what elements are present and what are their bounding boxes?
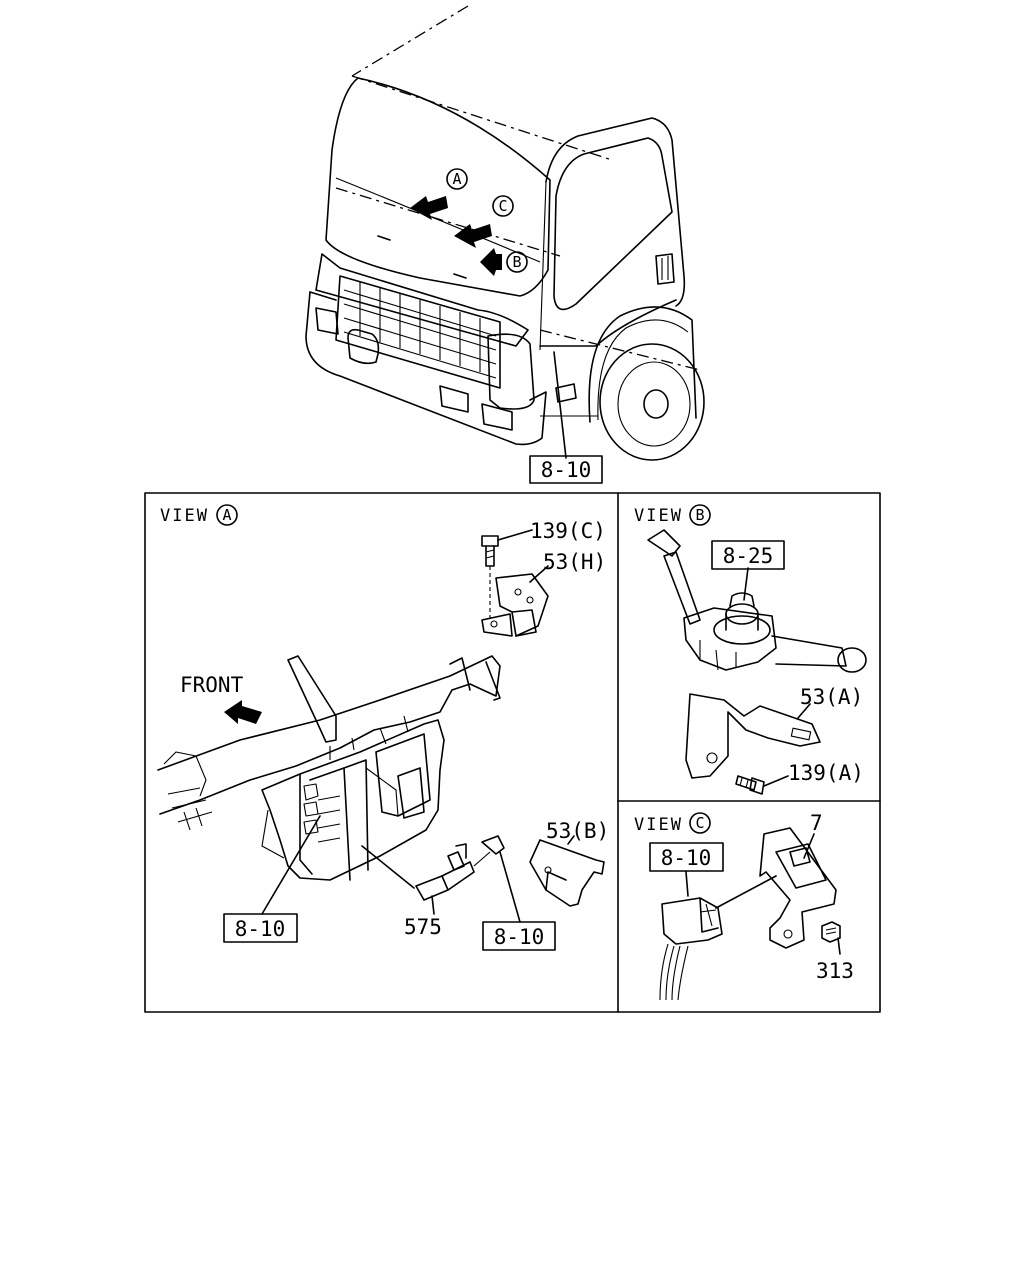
marker-c: C [492, 195, 514, 217]
screw-139c [481, 529, 533, 620]
svg-text:8-10: 8-10 [661, 846, 712, 870]
panel-frames [144, 492, 881, 1013]
svg-text:8-10: 8-10 [494, 925, 545, 949]
svg-text:C: C [695, 814, 704, 832]
bracket-53a [685, 693, 821, 779]
view-c-title: VIEW C [634, 812, 711, 835]
front-label: FRONT [180, 673, 244, 697]
svg-text:B: B [512, 253, 521, 271]
label-relay-575[interactable]: 575 [404, 915, 442, 939]
svg-text:8-25: 8-25 [723, 544, 774, 568]
view-b-title: VIEW B [634, 504, 711, 526]
bolt-313 [821, 921, 841, 955]
relay-box [261, 719, 445, 881]
bracket-7 [759, 827, 837, 949]
screw-139a [735, 775, 789, 795]
connector-harness [659, 871, 777, 1001]
svg-text:B: B [695, 506, 704, 524]
view-a-title: VIEW A [160, 504, 238, 526]
view-c-panel: VIEW C 8-10 7 [634, 811, 854, 1001]
label-part-7[interactable]: 7 [810, 811, 823, 835]
label-screw-139a[interactable]: 139(A) [788, 761, 864, 785]
bracket-53h [481, 565, 549, 637]
view-a-panel: VIEW A FRONT 139(C) 53(H) [157, 504, 609, 951]
top-ref-label[interactable]: 8-10 [529, 455, 603, 484]
marker-a: A [446, 168, 468, 190]
view-c-ref[interactable]: 8-10 [649, 842, 724, 872]
view-b-ref[interactable]: 8-25 [711, 540, 785, 570]
svg-text:8-10: 8-10 [235, 917, 286, 941]
svg-text:VIEW: VIEW [634, 815, 683, 835]
label-bracket-53a[interactable]: 53(A) [800, 685, 863, 709]
label-bracket-53b[interactable]: 53(B) [546, 819, 609, 843]
view-a-ref-right[interactable]: 8-10 [482, 921, 556, 951]
svg-text:C: C [498, 197, 507, 215]
arrow-a-icon [410, 196, 448, 220]
svg-text:VIEW: VIEW [160, 506, 209, 526]
svg-text:VIEW: VIEW [634, 506, 683, 526]
instrument-panel-frame [157, 655, 501, 831]
marker-b: B [506, 251, 528, 273]
bracket-53b [529, 835, 605, 907]
view-a-ref-left[interactable]: 8-10 [223, 913, 298, 943]
svg-text:A: A [452, 170, 461, 188]
arrow-b-icon [480, 248, 502, 276]
label-bolt-313[interactable]: 313 [816, 959, 854, 983]
view-b-panel: VIEW B 8-25 53(A) [634, 504, 867, 795]
svg-text:A: A [222, 506, 231, 524]
arrow-c-icon [454, 224, 492, 248]
label-screw-139c[interactable]: 139(C) [530, 519, 606, 543]
label-bracket-53h[interactable]: 53(H) [543, 550, 606, 574]
front-arrow-icon [224, 700, 262, 724]
combination-switch [647, 529, 867, 673]
svg-text:8-10: 8-10 [541, 458, 592, 482]
truck-cab-illustration: A C B [305, 5, 705, 461]
relay-575 [361, 835, 505, 915]
